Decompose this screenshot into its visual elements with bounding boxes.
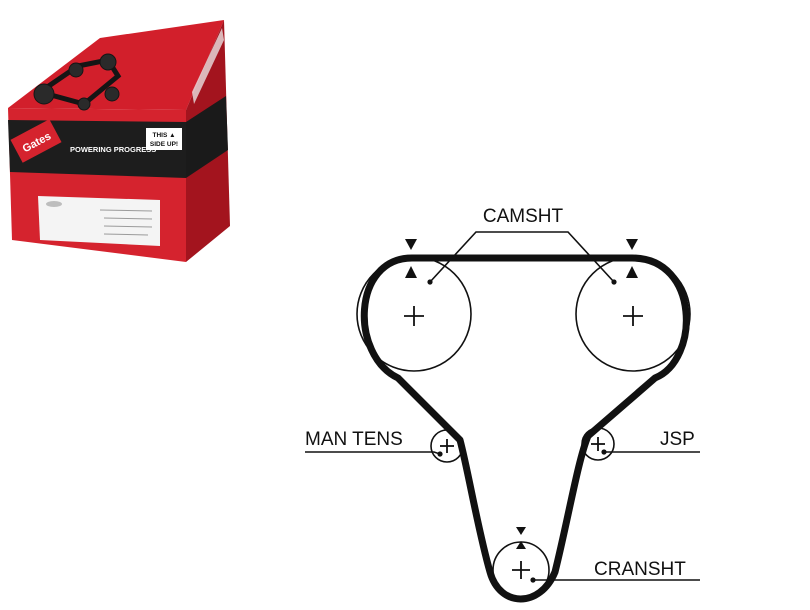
box-sticker-lines	[99, 209, 153, 236]
box-side-stripe	[192, 28, 224, 104]
timing-mark-left-inner	[405, 266, 417, 278]
timing-mark-crank-top	[516, 527, 526, 535]
timing-mark-right-outer	[626, 239, 638, 250]
timing-mark-right-inner	[626, 266, 638, 278]
timing-mark-crank-inner	[516, 541, 526, 549]
label-man-tens: MAN TENS	[305, 429, 403, 450]
box-orientation-line2: SIDE UP!	[150, 141, 178, 148]
timing-mark-left-outer	[405, 239, 417, 250]
label-leader-lines	[305, 231, 700, 581]
label-camshaft: CAMSHT	[483, 206, 564, 227]
box-side-band	[186, 96, 228, 178]
box-sticker-logo	[46, 201, 62, 207]
box-slogan: POWERING PROGRESS™	[70, 145, 164, 154]
leader-dots	[427, 279, 617, 583]
box-top-face	[8, 20, 224, 110]
box-product-sticker	[38, 196, 160, 246]
pulley-center-marks	[404, 306, 643, 579]
box-orientation-label	[146, 128, 182, 150]
label-jsp: JSP	[660, 429, 695, 450]
box-belt-illustration	[33, 53, 122, 111]
product-box-image: Gates POWERING PROGRESS™ THIS ▲ SIDE UP!	[8, 20, 230, 262]
timing-belt	[360, 254, 690, 603]
label-crankshaft: CRANSHT	[594, 559, 686, 580]
box-orientation-line1: THIS ▲	[152, 132, 175, 139]
